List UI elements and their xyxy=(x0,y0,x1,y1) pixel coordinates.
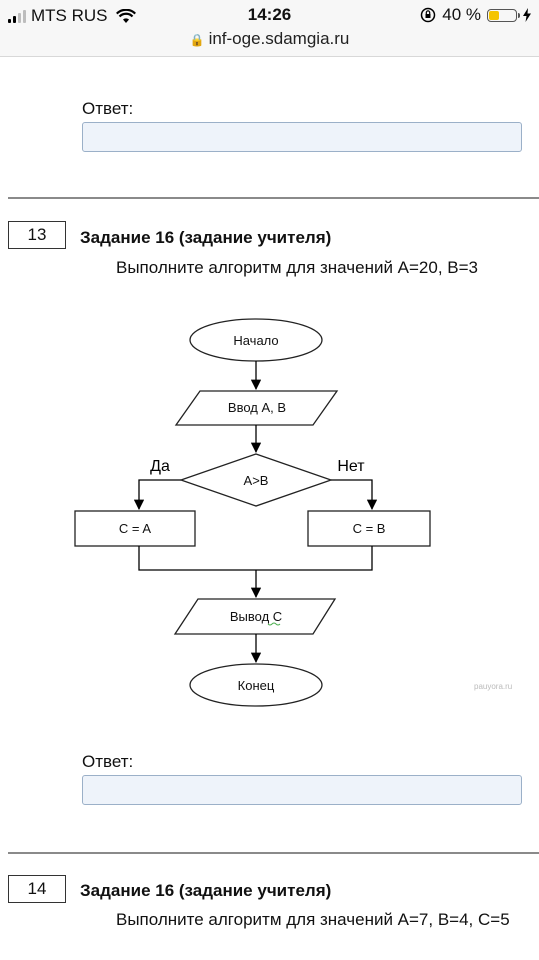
task-title-14: Задание 16 (задание учителя) xyxy=(80,881,332,900)
merge-line xyxy=(138,546,373,571)
answer-label-12: Ответ: xyxy=(82,99,134,118)
condition-node xyxy=(179,453,333,507)
charging-icon xyxy=(523,8,531,22)
url-text: inf-oge.sdamgia.ru xyxy=(208,29,350,48)
spellcheck-underline xyxy=(267,622,281,626)
wifi-icon xyxy=(115,8,136,23)
task-number-14: 14 xyxy=(8,875,66,903)
task-title-13: Задание 16 (задание учителя) xyxy=(80,228,332,247)
no-action-label: C = B xyxy=(353,521,386,536)
output-label: Вывод С xyxy=(230,609,282,624)
watermark: pauyora.ru xyxy=(474,682,512,691)
input-node xyxy=(174,390,339,426)
answer-label-13: Ответ: xyxy=(82,752,134,771)
battery-icon xyxy=(487,8,520,22)
no-label: Нет xyxy=(337,458,365,475)
section-divider xyxy=(8,197,539,199)
status-right: 40 % xyxy=(420,5,531,25)
answer-input-12[interactable] xyxy=(82,122,522,152)
status-left: MTS RUS xyxy=(8,6,136,26)
task-text-14: Выполните алгоритм для значений A=7, B=4… xyxy=(116,910,510,929)
clock: 14:26 xyxy=(247,5,292,24)
arrow-yes xyxy=(133,479,181,511)
output-node xyxy=(173,598,337,635)
answer-input-13[interactable] xyxy=(82,775,522,805)
status-bar: MTS RUS 14:26 40 % 🔒inf-oge.sdamgia.ru xyxy=(0,0,539,57)
no-action-node xyxy=(307,510,431,547)
arrow-no xyxy=(331,479,378,511)
address-bar[interactable]: 🔒inf-oge.sdamgia.ru xyxy=(0,29,539,49)
yes-label: Да xyxy=(150,458,170,475)
task-number-13: 13 xyxy=(8,221,66,249)
orientation-lock-icon xyxy=(421,7,436,23)
section-divider xyxy=(8,852,539,854)
battery-percent: 40 % xyxy=(442,5,481,24)
start-label: Начало xyxy=(233,333,278,348)
end-node xyxy=(189,663,323,707)
task-text-13: Выполните алгоритм для значений A=20, B=… xyxy=(116,258,479,277)
carrier-label: MTS RUS xyxy=(31,6,108,25)
lock-icon: 🔒 xyxy=(189,33,205,47)
yes-action-node xyxy=(74,510,196,547)
signal-icon xyxy=(8,9,26,23)
end-label: Конец xyxy=(238,678,275,693)
yes-action-label: C = A xyxy=(119,521,151,536)
input-label: Ввод А, В xyxy=(228,400,286,415)
condition-label: A>B xyxy=(244,473,269,488)
